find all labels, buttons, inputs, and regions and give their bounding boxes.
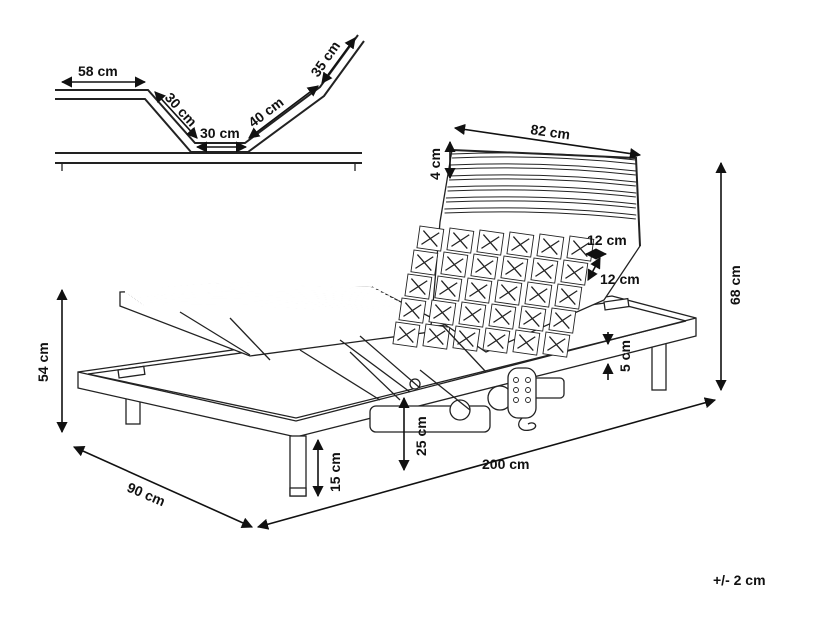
comfort-cell-cross (505, 260, 524, 278)
foot-slat-inner (126, 283, 377, 295)
label-profile-30-bottom: 30 cm (200, 125, 240, 141)
comfort-cells (392, 225, 595, 358)
foot-slat-inner (135, 294, 404, 306)
foot-section (119, 281, 433, 393)
comfort-cell-cross (457, 330, 476, 348)
remote-control (507, 367, 537, 431)
comfort-cell-cross (475, 258, 494, 276)
head-section (392, 149, 641, 373)
label-slat-gap: 4 cm (427, 148, 443, 180)
foot-slat-inner (134, 292, 399, 303)
profile-base-board (55, 152, 362, 171)
comfort-cell-cross (511, 236, 530, 254)
head-slat-inner (447, 186, 637, 197)
tolerance-note: +/- 2 cm (713, 572, 766, 588)
label-cell-width: 12 cm (587, 232, 627, 248)
head-slat-inner (448, 175, 637, 186)
dim-arrow-200 (256, 397, 717, 530)
foot-slat-inner (137, 296, 408, 308)
dim-arrow-40 (248, 85, 319, 139)
comfort-cell-cross (469, 282, 488, 300)
label-leg-height: 15 cm (327, 452, 343, 492)
label-width: 90 cm (125, 479, 168, 509)
comfort-cell-cross (547, 336, 566, 354)
foot-slat-inner (131, 289, 390, 298)
dim-arrow-30-down (154, 91, 198, 139)
label-profile-35: 35 cm (307, 38, 343, 80)
label-total-height: 68 cm (727, 265, 743, 305)
dim-arrow-90 (72, 446, 254, 528)
front-legs (289, 435, 307, 497)
comfort-cell-cross (517, 334, 536, 352)
comfort-cell-cross (433, 304, 452, 322)
comfort-cell-cross (535, 262, 554, 280)
comfort-cell-cross (487, 332, 506, 350)
head-slat-inner (450, 164, 637, 175)
label-profile-58: 58 cm (78, 63, 118, 79)
comfort-cell-cross (397, 326, 416, 344)
comfort-cell-cross (565, 264, 584, 282)
dim-arrow-35 (321, 37, 356, 84)
foot-slat-inner (140, 299, 417, 314)
comfort-cell-cross (451, 232, 470, 250)
comfort-cell-cross (439, 280, 458, 298)
label-frame-depth: 5 cm (617, 340, 633, 372)
foot-slat-inner (124, 281, 373, 293)
foot-slat-inner (129, 287, 386, 297)
comfort-cell-cross (421, 230, 440, 248)
foot-slat-inner (143, 302, 426, 319)
label-length: 200 cm (482, 456, 529, 472)
bed-illustration (77, 149, 697, 497)
head-slat-inner (444, 208, 637, 219)
comfort-cell-cross (463, 306, 482, 324)
comfort-cell-cross (445, 256, 464, 274)
bed-profile-sketch: 58 cm 30 cm 30 cm 40 cm 35 cm (55, 34, 365, 171)
foot-slat-inner (132, 291, 395, 301)
foot-slat-inner (141, 301, 422, 316)
comfort-cell-cross (415, 254, 434, 272)
head-slat-inner (445, 197, 637, 208)
comfort-cell-cross (481, 234, 500, 252)
comfort-cell-cross (553, 312, 572, 330)
comfort-cell-cross (529, 286, 548, 304)
foot-slat-inner (127, 285, 382, 296)
comfort-cell-cross (523, 310, 542, 328)
label-cell-height: 12 cm (600, 271, 640, 287)
dim-arrow-82 (453, 123, 642, 160)
comfort-cell-cross (499, 284, 518, 302)
label-under-clearance: 25 cm (413, 416, 429, 456)
foot-slat-inner (138, 297, 413, 311)
comfort-cell-cross (427, 328, 446, 346)
comfort-cell-cross (493, 308, 512, 326)
dim-arrow-12-b (587, 257, 601, 281)
comfort-cell-cross (409, 278, 428, 296)
foot-slats (124, 281, 431, 321)
comfort-cell-cross (541, 238, 560, 256)
label-frame-height: 54 cm (35, 342, 51, 382)
label-width-top: 82 cm (530, 121, 572, 142)
comfort-cell-cross (403, 302, 422, 320)
foot-slat-inner (144, 303, 431, 321)
comfort-cell-cross (559, 288, 578, 306)
